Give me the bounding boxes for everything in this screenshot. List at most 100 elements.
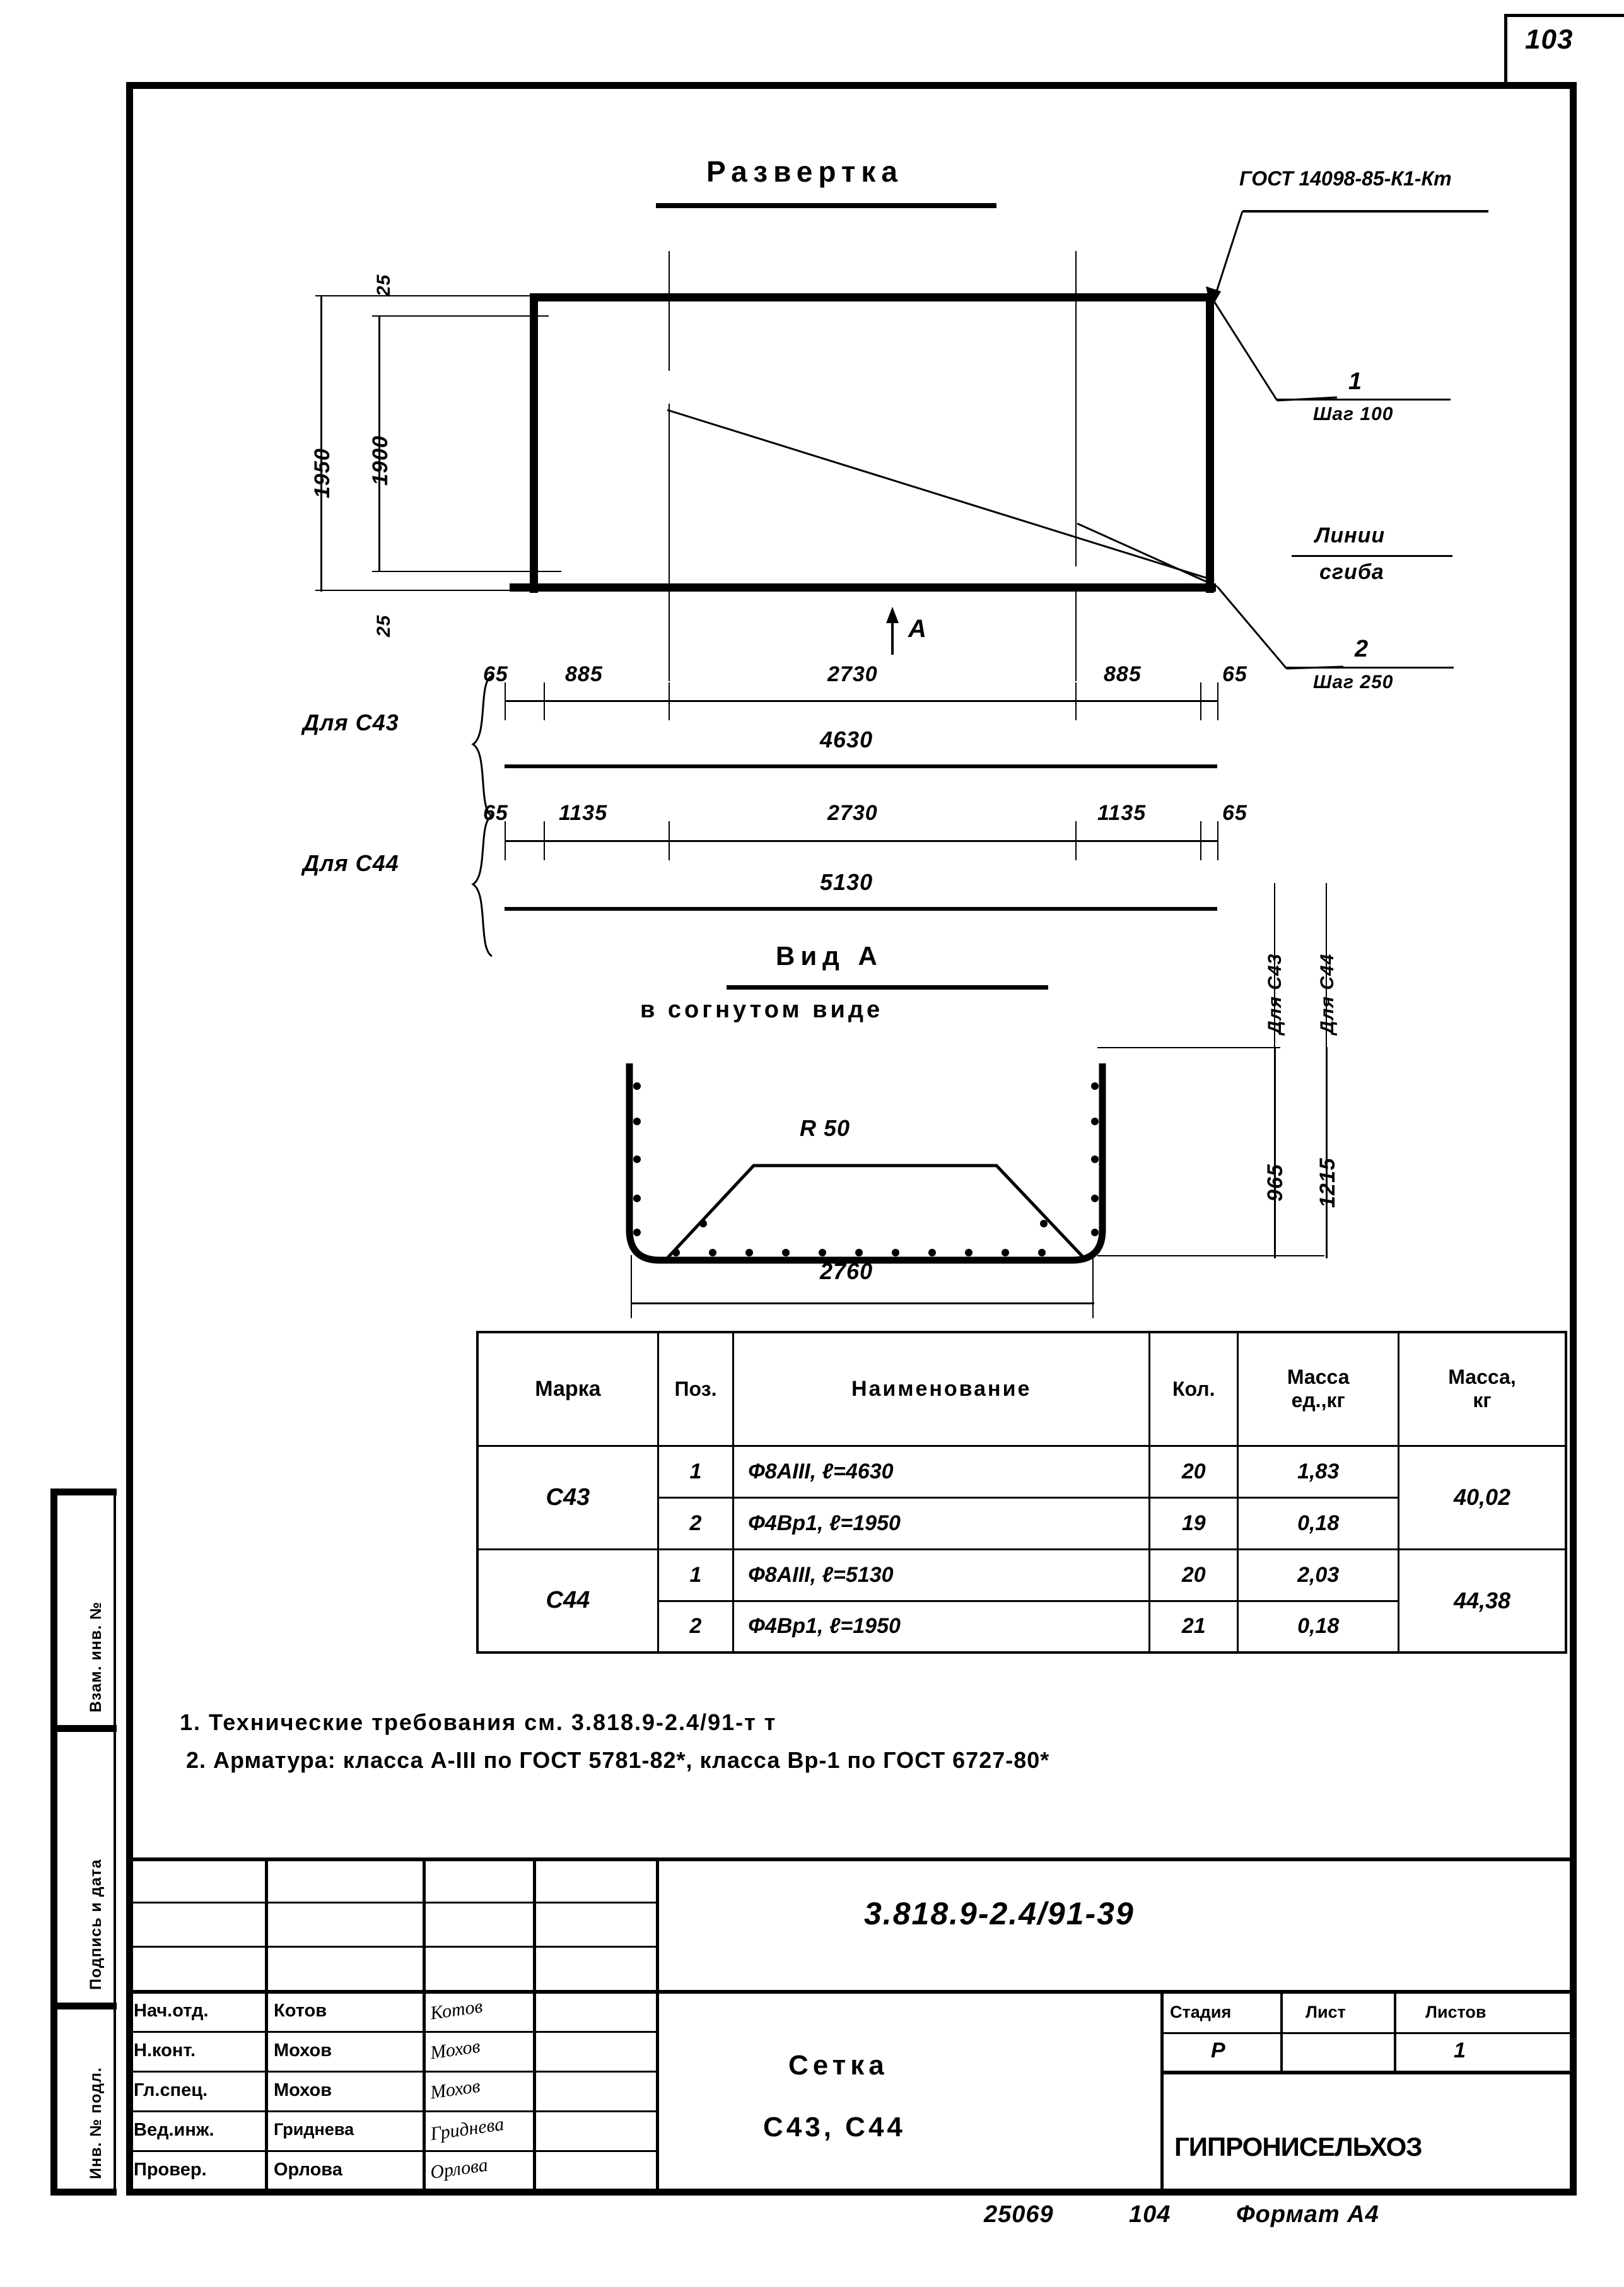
dim-c44-1135-left: 1135 <box>559 801 608 825</box>
signature-text-2: Мохов <box>429 2075 482 2103</box>
label-bent-for-c43: Для С43 <box>1265 953 1285 1034</box>
bent-view-title: Вид А <box>776 941 883 971</box>
dim-c44-65-right: 65 <box>1222 801 1247 825</box>
product-name-line1: Сетка <box>788 2050 889 2081</box>
technical-notes: 1. Технические требования см. 3.818.9-2.… <box>180 1709 1049 1773</box>
signature-text-3: Гриднева <box>429 2113 506 2145</box>
dim-c43-2730: 2730 <box>827 662 878 686</box>
footer-number: 104 <box>1129 2201 1171 2228</box>
table-row: С44 1 Ф8АІІІ, ℓ=5130 20 2,03 44,38 <box>476 1548 1567 1654</box>
label-for-c43: Для С43 <box>303 710 399 735</box>
spec-qty: 20 <box>1148 1444 1239 1499</box>
spec-pos: 2 <box>657 1600 735 1654</box>
callout-1-position: 1 <box>1348 368 1363 395</box>
signature-4: Орлова <box>429 2155 489 2183</box>
bent-radius-label: R 50 <box>800 1115 851 1141</box>
signature-0: Котов <box>429 1996 484 2024</box>
stage-header-stage: Стадия <box>1170 2003 1232 2021</box>
dim-2760-label: 2760 <box>820 1258 873 1284</box>
role-label-3: Вед.инж. <box>134 2120 214 2140</box>
stage-value-sheets: 1 <box>1454 2038 1466 2062</box>
spec-header-name: Наименование <box>732 1331 1151 1447</box>
role-name-2: Мохов <box>274 2080 332 2100</box>
spec-name: Ф4Вр1, ℓ=1950 <box>732 1496 1151 1550</box>
development-title: Развертка <box>706 155 903 188</box>
spec-header-total-mass: Масса, кг <box>1397 1331 1567 1447</box>
margin-label-signature-date: Подпись и дата <box>87 1859 105 1990</box>
spec-unit-mass: 1,83 <box>1237 1444 1399 1499</box>
gost-leader <box>1206 210 1488 310</box>
dim-c43-885-right: 885 <box>1104 662 1142 686</box>
callout-1-step: Шаг 100 <box>1313 404 1394 424</box>
role-label-4: Провер. <box>134 2160 207 2180</box>
dim-height-1215: 1215 <box>1316 1157 1340 1208</box>
page-number: 103 <box>1525 24 1574 55</box>
fold-leader-lines <box>667 409 1218 588</box>
dim-c43-total: 4630 <box>820 727 873 752</box>
spec-qty: 19 <box>1148 1496 1239 1550</box>
dim-c44-1135-right: 1135 <box>1097 801 1147 825</box>
label-for-c44: Для С44 <box>303 850 399 876</box>
spec-header-total-mass-l2: кг <box>1473 1389 1492 1412</box>
role-name-1: Мохов <box>274 2040 332 2061</box>
section-arrow-a <box>886 607 899 655</box>
fold-lines-label-line1: Линии <box>1315 523 1386 547</box>
dim-25-bottom: 25 <box>373 614 394 637</box>
note-2: 2. Арматура: класса А-ІІІ по ГОСТ 5781-8… <box>186 1747 1050 1773</box>
brace-c43 <box>471 675 493 817</box>
dim-1950: 1950 <box>310 448 334 498</box>
spec-mark-c43: С43 <box>476 1444 659 1550</box>
spec-header-pos: Поз. <box>657 1331 735 1447</box>
table-row: С43 1 Ф8АІІІ, ℓ=4630 20 1,83 40,02 <box>476 1444 1567 1550</box>
signature-text-4: Орлова <box>429 2154 489 2184</box>
dim-c43-885-left: 885 <box>565 662 603 686</box>
dim-25-top: 25 <box>373 274 394 296</box>
footer-format: Формат А4 <box>1236 2201 1379 2228</box>
drawing-code: 3.818.9-2.4/91-39 <box>864 1896 1135 1931</box>
dim-c44-2730: 2730 <box>827 801 878 825</box>
spec-name: Ф4Вр1, ℓ=1950 <box>732 1600 1151 1654</box>
spec-header-unit-mass: Масса ед.,кг <box>1237 1331 1399 1447</box>
footer-code: 25069 <box>984 2201 1054 2228</box>
spec-header-unit-mass-l2: ед.,кг <box>1291 1389 1345 1412</box>
spec-unit-mass: 2,03 <box>1237 1548 1399 1602</box>
stage-value-stage: Р <box>1211 2038 1226 2062</box>
spec-header-row: Марка Поз. Наименование Кол. Масса ед.,к… <box>476 1331 1567 1447</box>
signature-3: Гриднева <box>429 2114 505 2144</box>
role-name-4: Орлова <box>274 2160 342 2180</box>
organization-name: ГИПРОНИСЕЛЬХОЗ <box>1174 2132 1423 2161</box>
spec-header-qty: Кол. <box>1148 1331 1239 1447</box>
gost-callout-label: ГОСТ 14098-85-К1-Кт <box>1239 167 1452 190</box>
dim-height-965: 965 <box>1263 1164 1287 1202</box>
stage-header-sheets: Листов <box>1425 2003 1487 2021</box>
spec-header-mark: Марка <box>476 1331 659 1447</box>
spec-pos: 1 <box>657 1444 735 1499</box>
spec-total-mass-c44: 44,38 <box>1397 1548 1567 1654</box>
brace-c44 <box>471 815 493 957</box>
spec-unit-mass: 0,18 <box>1237 1496 1399 1550</box>
stage-header-sheet: Лист <box>1306 2003 1346 2021</box>
table-row: 2 Ф4Вр1, ℓ=1950 21 0,18 <box>477 1600 1566 1654</box>
signature-text-1: Мохов <box>429 2035 482 2064</box>
signature-2: Мохов <box>429 2076 481 2103</box>
spec-header-total-mass-l1: Масса, <box>1448 1366 1516 1389</box>
spec-unit-mass: 0,18 <box>1237 1600 1399 1654</box>
spec-header-unit-mass-l1: Масса <box>1287 1366 1350 1389</box>
spec-mark-c44: С44 <box>476 1548 659 1654</box>
margin-label-zam-inv: Взам. инв. № <box>87 1601 105 1712</box>
role-name-3: Гриднева <box>274 2120 354 2139</box>
table-row: 2 Ф4Вр1, ℓ=1950 19 0,18 <box>477 1496 1566 1550</box>
bent-profile <box>626 1063 1106 1264</box>
spec-name: Ф8АІІІ, ℓ=4630 <box>732 1444 1151 1499</box>
role-name-0: Котов <box>274 2001 327 2021</box>
spec-pos: 1 <box>657 1548 735 1602</box>
dim-c44-total: 5130 <box>820 869 873 895</box>
signature-text-0: Котов <box>429 1996 484 2024</box>
margin-label-inv-podl: Инв. № подл. <box>87 2067 105 2179</box>
fold-lines-label-line2: сгиба <box>1319 560 1384 584</box>
section-mark-a: А <box>908 615 927 643</box>
dim-1900: 1900 <box>368 435 392 486</box>
spec-qty: 21 <box>1148 1600 1239 1654</box>
dim-c43-65-right: 65 <box>1222 662 1247 686</box>
bent-view-subtitle: в согнутом виде <box>640 997 884 1023</box>
